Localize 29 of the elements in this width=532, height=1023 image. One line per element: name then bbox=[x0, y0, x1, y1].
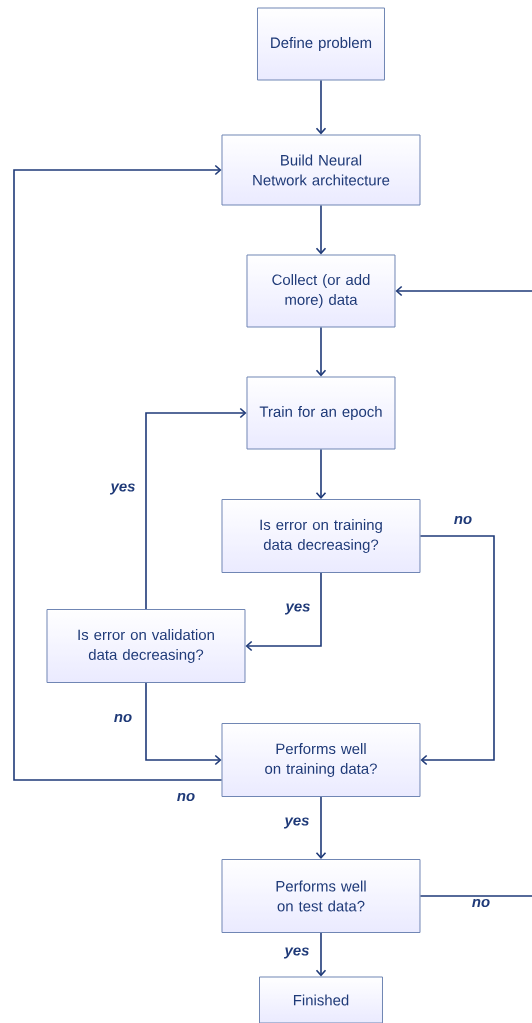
process-box: Finished bbox=[259, 976, 383, 1023]
edge-label: no bbox=[175, 791, 197, 803]
process-box: Collect (or add more) data bbox=[246, 254, 396, 328]
edge-label: yes bbox=[109, 482, 137, 496]
process-box: Is error on validation data decreasing? bbox=[46, 609, 246, 683]
process-box: Define problem bbox=[257, 7, 385, 81]
process-box: Is error on training data decreasing? bbox=[221, 499, 421, 573]
arrow bbox=[315, 796, 327, 859]
process-box: Train for an epoch bbox=[246, 376, 396, 450]
arrow bbox=[315, 326, 327, 377]
process-box: Build Neural Network architecture bbox=[221, 134, 421, 206]
arrow bbox=[315, 932, 327, 977]
arrow bbox=[145, 407, 247, 610]
edge-label: no bbox=[470, 897, 492, 909]
arrow bbox=[315, 448, 327, 499]
arrow bbox=[13, 164, 223, 781]
arrow bbox=[315, 204, 327, 255]
process-box: Performs well on test data? bbox=[221, 859, 421, 933]
arrow bbox=[419, 535, 495, 766]
edge-label: no bbox=[112, 712, 134, 724]
edge-label: no bbox=[452, 514, 474, 526]
edge-label: yes bbox=[283, 816, 311, 830]
arrow bbox=[315, 79, 327, 135]
process-box: Performs well on training data? bbox=[221, 723, 421, 797]
edge-label: yes bbox=[283, 946, 311, 960]
arrow bbox=[395, 285, 532, 897]
arrow bbox=[245, 572, 322, 652]
edge-label: yes bbox=[284, 602, 312, 616]
arrow bbox=[145, 682, 222, 766]
